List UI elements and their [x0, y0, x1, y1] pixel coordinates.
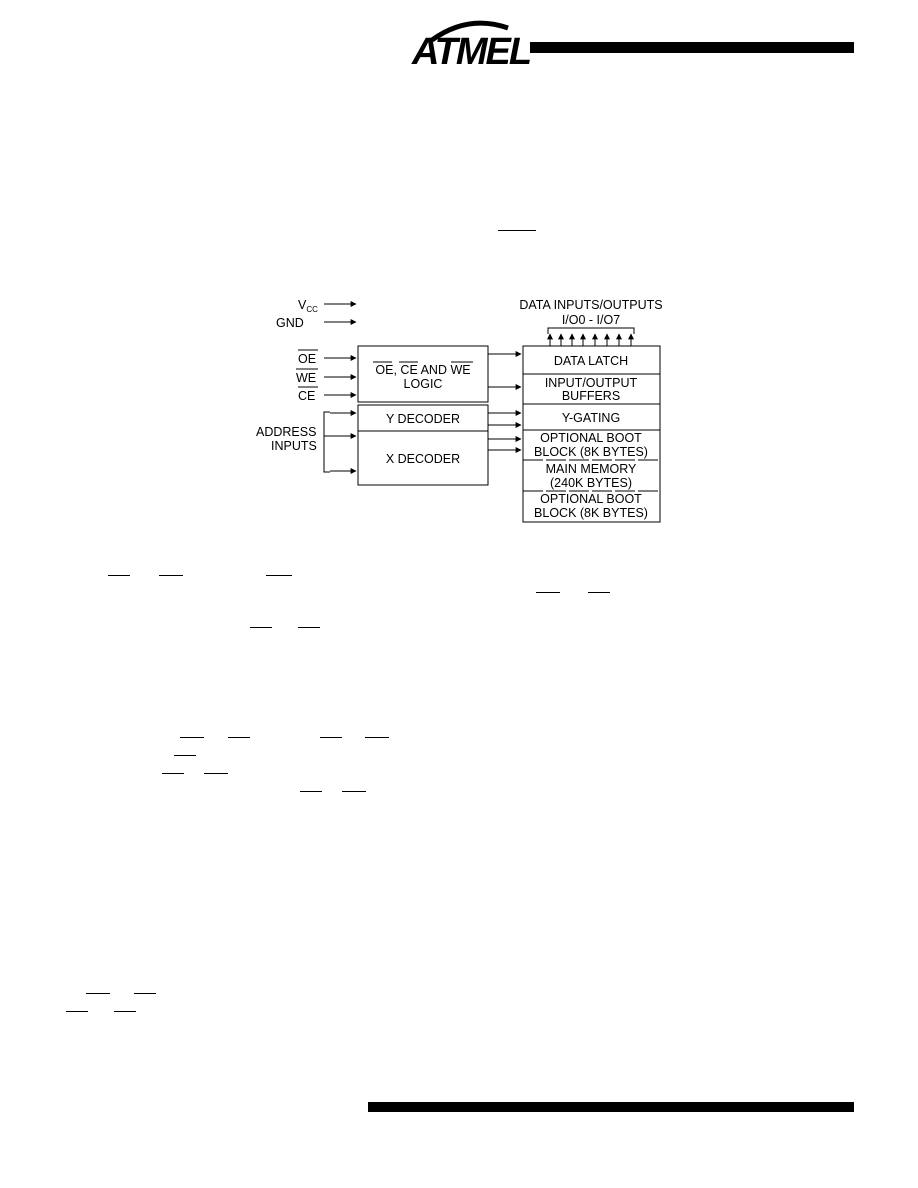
gnd-label: GND: [276, 316, 304, 330]
main-memory-line2: (240K BYTES): [550, 476, 632, 490]
logo-text: ATMEL: [412, 31, 532, 73]
overbar-mark: [204, 773, 228, 774]
data-io-label-line1: DATA INPUTS/OUTPUTS: [519, 298, 662, 312]
overbar-mark: [342, 791, 366, 792]
overbar-mark: [498, 230, 536, 231]
footer-rule: [368, 1102, 854, 1112]
address-inputs-line1: ADDRESS: [256, 425, 316, 439]
data-io-bracket: [547, 327, 635, 334]
overbar-mark: [134, 993, 156, 994]
data-io-label-line2: I/O0 - I/O7: [562, 313, 620, 327]
io-buffers-line1: INPUT/OUTPUT: [545, 376, 638, 390]
address-inputs-line2: INPUTS: [271, 439, 317, 453]
address-bracket: [323, 411, 330, 473]
overbar-mark: [536, 592, 560, 593]
overbar-mark: [266, 575, 292, 576]
overbar-mark: [108, 575, 130, 576]
overbar-mark: [66, 1011, 88, 1012]
logic-block: [357, 345, 489, 403]
data-latch-label: DATA LATCH: [554, 354, 628, 368]
boot-top-line2: BLOCK (8K BYTES): [534, 445, 648, 459]
overbar-mark: [162, 773, 184, 774]
block-diagram: VCC GND OE WE CE ADDRESS INPUTS OE, CE A…: [256, 298, 663, 523]
overbar-mark: [588, 592, 610, 593]
y-decoder-block: [357, 404, 489, 432]
overbar-mark: [320, 737, 342, 738]
boot-bottom-line1: OPTIONAL BOOT: [540, 492, 642, 506]
oe-label: OE: [298, 352, 316, 366]
overbar-mark: [159, 575, 183, 576]
overbar-mark: [365, 737, 389, 738]
ce-label: CE: [298, 389, 315, 403]
overbar-mark: [250, 627, 272, 628]
overbar-mark: [228, 737, 250, 738]
overbar-mark: [300, 791, 322, 792]
atmel-logo: ATMEL: [412, 18, 532, 76]
main-memory-line1: MAIN MEMORY: [546, 462, 637, 476]
overbar-mark: [180, 737, 204, 738]
right-column-outline: [522, 345, 661, 523]
header-rule: [530, 42, 854, 53]
overbar-mark: [174, 755, 196, 756]
x-decoder-block: [357, 430, 489, 486]
overbar-mark: [298, 627, 320, 628]
overbar-mark: [86, 993, 110, 994]
boot-top-line1: OPTIONAL BOOT: [540, 431, 642, 445]
y-decoder-label: Y DECODER: [386, 412, 460, 426]
vcc-label: VCC: [298, 298, 318, 314]
x-decoder-label: X DECODER: [386, 452, 460, 466]
y-gating-label: Y-GATING: [562, 411, 620, 425]
data-io-arrows: [547, 333, 634, 346]
overbar-mark: [114, 1011, 136, 1012]
boot-bottom-line2: BLOCK (8K BYTES): [534, 506, 648, 520]
we-label: WE: [296, 371, 316, 385]
logo-swoosh-icon: [430, 20, 509, 43]
io-buffers-line2: BUFFERS: [562, 389, 620, 403]
logic-block-line2: LOGIC: [404, 377, 443, 391]
logic-block-line1: OE, CE AND WE: [375, 363, 470, 377]
